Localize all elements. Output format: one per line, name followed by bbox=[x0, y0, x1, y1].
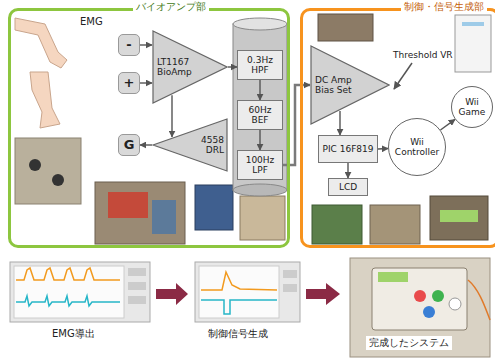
node-text: - bbox=[126, 38, 131, 53]
node-text: Wii Controller bbox=[391, 137, 443, 157]
scope-image bbox=[14, 266, 124, 318]
scope-button bbox=[128, 296, 146, 304]
signal-connector bbox=[171, 95, 172, 137]
device-circle: Wii Game bbox=[451, 86, 493, 128]
signal-connector bbox=[259, 80, 260, 100]
node-text: 100Hz LPF bbox=[240, 155, 280, 175]
node-text: DC Amp Bias Set bbox=[315, 75, 357, 95]
node-text: LT1167 BioAmp bbox=[157, 57, 203, 77]
section-panel: バイオアンプ部-+GLT1167 BioAmp4558 DRL0.3Hz HPF… bbox=[8, 8, 290, 248]
amplifier-shape bbox=[153, 31, 227, 103]
amplifier-triangle: DC Amp Bias Set bbox=[310, 45, 390, 125]
process-box: 100Hz LPF bbox=[237, 150, 283, 180]
node-text: Wii Game bbox=[454, 97, 490, 117]
system-photo bbox=[372, 268, 467, 330]
board-photo bbox=[195, 185, 233, 230]
scope-button bbox=[128, 268, 146, 276]
scope-image bbox=[195, 262, 300, 322]
device-circle: Wii Controller bbox=[388, 118, 446, 176]
text-label: Threshold VR bbox=[393, 50, 453, 60]
scope-image bbox=[10, 262, 150, 322]
emg-trace bbox=[16, 296, 120, 306]
board-photo bbox=[240, 196, 285, 240]
system-photo bbox=[432, 290, 444, 302]
text-label: EMG導出 bbox=[52, 327, 95, 341]
node-text: LCD bbox=[339, 182, 357, 192]
text-label: 制御信号生成 bbox=[208, 327, 268, 341]
node-text: バイオアンプ部 bbox=[133, 1, 209, 12]
signal-connector bbox=[140, 44, 152, 45]
flow-arrow bbox=[156, 283, 188, 305]
node-text: 60Hz BEF bbox=[240, 105, 280, 125]
filter-cylinder bbox=[233, 18, 287, 30]
section-panel: 制御・信号生成部DC Amp Bias SetPIC 16F819LCDWii … bbox=[300, 8, 495, 248]
lcd-photo bbox=[440, 210, 478, 222]
threshold-pointer bbox=[394, 63, 412, 89]
system-photo bbox=[378, 272, 408, 282]
signal-connector bbox=[347, 163, 348, 178]
electrode-terminal: G bbox=[118, 134, 140, 156]
text-label: EMG bbox=[80, 16, 103, 27]
system-photo bbox=[350, 258, 490, 357]
signal-connector bbox=[440, 119, 455, 130]
electrode-photo bbox=[29, 159, 41, 171]
scope-button bbox=[128, 282, 146, 290]
board-photo bbox=[108, 192, 148, 218]
node-text: G bbox=[124, 138, 135, 153]
node-text: 制御・信号生成部 bbox=[401, 1, 487, 12]
signal-connector bbox=[140, 144, 152, 145]
wii-console-photo bbox=[455, 15, 491, 72]
scope-button bbox=[283, 284, 297, 292]
electrode-terminal: - bbox=[118, 34, 140, 56]
scope-image bbox=[199, 266, 279, 318]
node-text: + bbox=[124, 76, 135, 91]
board-photo bbox=[312, 205, 362, 244]
process-box: 0.3Hz HPF bbox=[237, 50, 283, 80]
process-box: 60Hz BEF bbox=[237, 100, 283, 130]
node-text: PIC 16F819 bbox=[322, 144, 373, 154]
amplifier-triangle: LT1167 BioAmp bbox=[152, 30, 228, 104]
signal-connector bbox=[259, 130, 260, 150]
electrode-photo bbox=[52, 174, 64, 186]
electrode-photo bbox=[15, 138, 81, 204]
emg-trace bbox=[16, 268, 120, 280]
system-photo bbox=[423, 306, 435, 318]
amplifier-shape bbox=[153, 119, 227, 171]
signal-connector bbox=[140, 82, 152, 83]
signal-connector bbox=[339, 111, 340, 135]
wii-console-photo bbox=[462, 22, 484, 26]
control-trace bbox=[201, 272, 277, 290]
system-photo bbox=[414, 290, 426, 302]
amplifier-triangle: 4558 DRL bbox=[152, 118, 228, 172]
lcd-photo bbox=[430, 196, 488, 240]
board-photo bbox=[318, 14, 373, 41]
scope-button bbox=[283, 270, 297, 278]
board-photo bbox=[370, 205, 420, 244]
text-label: 完成したシステム bbox=[366, 336, 452, 350]
board-photo bbox=[95, 182, 185, 244]
arm-figure bbox=[15, 18, 67, 68]
signal-connector bbox=[378, 148, 388, 150]
control-trace bbox=[201, 300, 277, 314]
node-text: 4558 DRL bbox=[194, 135, 224, 155]
system-photo bbox=[468, 280, 490, 320]
filter-cylinder bbox=[233, 24, 287, 190]
amplifier-shape bbox=[311, 46, 389, 124]
system-photo bbox=[449, 298, 461, 310]
board-photo bbox=[152, 200, 176, 234]
electrode-terminal: + bbox=[118, 72, 140, 94]
flow-arrow bbox=[306, 283, 340, 305]
process-box: PIC 16F819 bbox=[318, 135, 378, 163]
signal-connector bbox=[228, 66, 237, 67]
node-text: 0.3Hz HPF bbox=[240, 55, 280, 75]
process-box: LCD bbox=[328, 178, 368, 196]
filter-cylinder bbox=[233, 184, 287, 196]
leg-figure bbox=[30, 72, 60, 128]
